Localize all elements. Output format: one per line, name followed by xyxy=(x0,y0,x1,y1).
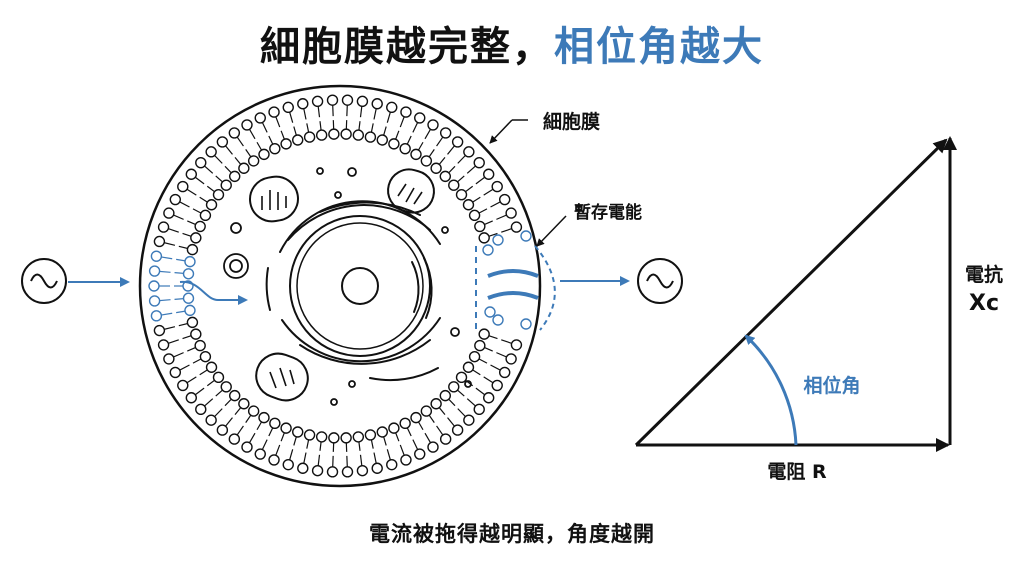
cell xyxy=(138,84,556,488)
current-drag-arrow xyxy=(179,280,248,305)
caption: 電流被拖得越明顯，角度越開 xyxy=(369,522,655,546)
membrane-label: 細胞膜 xyxy=(543,110,600,133)
title-main: 細胞膜越完整， xyxy=(260,24,554,70)
phase-angle-label: 相位角 xyxy=(803,374,860,397)
endoplasmic-reticulum xyxy=(265,200,441,382)
membrane-leader xyxy=(489,119,513,144)
mitochondrion-bottom xyxy=(255,352,309,402)
ion-channel-region xyxy=(148,230,532,330)
vesicles xyxy=(223,167,472,406)
storage-label: 暫存電能 xyxy=(574,202,642,223)
title-accent: 相位角越大 xyxy=(554,24,764,70)
page-title: 細胞膜越完整，相位角越大 xyxy=(0,14,1024,72)
phase-angle-arc xyxy=(744,334,798,446)
mitochondrion-top xyxy=(249,175,299,223)
reactance-label-line1: 電抗 xyxy=(965,263,1003,286)
ac-source-right-icon xyxy=(637,258,683,304)
mitochondrion-right xyxy=(387,168,435,214)
reactance-label-line2: Xc xyxy=(969,291,999,316)
ac-source-left-icon xyxy=(21,258,67,304)
current-flow xyxy=(21,258,683,305)
nucleus xyxy=(289,215,431,357)
capacitor-symbol xyxy=(475,245,556,331)
impedance-vector xyxy=(634,138,948,447)
nucleolus xyxy=(341,267,379,305)
lipid-bilayer xyxy=(153,94,523,478)
cell-outer-boundary xyxy=(138,84,542,488)
resistance-label: 電阻 R xyxy=(767,461,827,483)
impedance-triangle: 電抗 Xc 相位角 電阻 R xyxy=(634,136,1003,483)
storage-leader xyxy=(536,215,567,247)
